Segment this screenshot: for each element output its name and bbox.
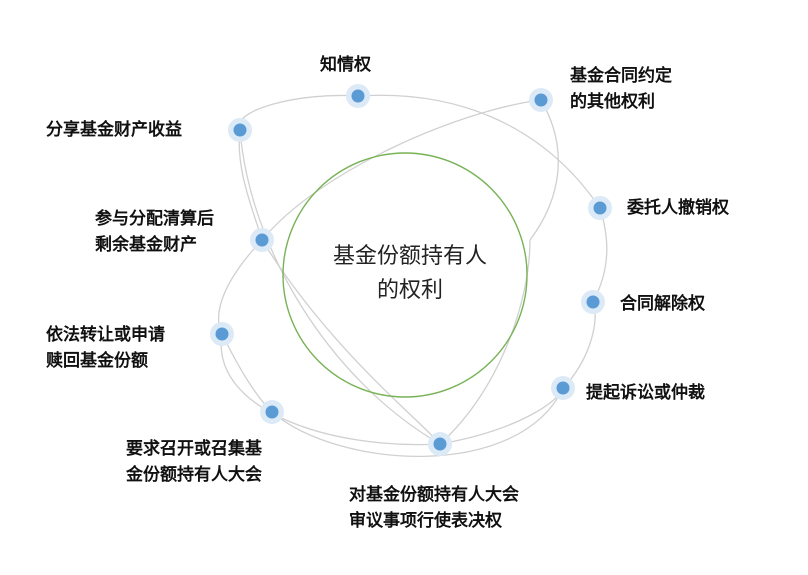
orbit-line-15 [439,239,531,445]
right-label-voting: 对基金份额持有人大会 审议事项行使表决权 [349,482,519,534]
orbit-line-10 [221,333,273,413]
right-label-convene-meeting: 要求召开或召集基 金份额持有人大会 [126,436,262,488]
orbit-line-7 [261,239,441,445]
orbit-line-9 [220,333,441,446]
orbit-line-2 [238,94,359,131]
right-label-terminate-contract-line-1: 合同解除权 [620,294,705,314]
right-label-other-contract-rights-line-2: 的其他权利 [570,92,655,112]
right-label-revoke-trustee-line-1: 委托人撤销权 [627,198,729,218]
center-label: 基金份额持有人 的权利 [290,240,530,308]
right-label-voting-line-1: 对基金份额持有人大会 [349,485,519,505]
right-label-revoke-trustee: 委托人撤销权 [627,195,729,221]
node-dot-revoke-trustee [593,201,607,215]
orbit-line-3 [238,129,263,241]
orbit-line-1 [357,94,601,209]
node-dot-terminate-contract [586,295,600,309]
node-dot-litigation [556,381,570,395]
node-dot-other-contract-rights [534,93,548,107]
node-dot-voting [433,437,447,451]
right-label-other-contract-rights: 基金合同约定 的其他权利 [570,63,672,115]
node-dot-transfer-redeem [215,327,229,341]
right-label-transfer-redeem-line-2: 赎回基金份额 [46,351,148,371]
right-label-transfer-redeem: 依法转让或申请 赎回基金份额 [46,322,165,374]
orbit-line-8 [217,239,263,335]
orbit-line-14 [439,387,564,445]
right-label-voting-line-2: 审议事项行使表决权 [349,511,502,531]
orbit-line-11 [271,387,564,457]
right-label-residual-assets-line-2: 剩余基金财产 [95,235,197,255]
right-label-convene-meeting-line-1: 要求召开或召集基 [126,439,262,459]
center-ring [282,152,528,398]
right-label-residual-assets: 参与分配清算后 剩余基金财产 [95,206,214,258]
orbit-line-12 [562,301,596,389]
right-label-litigation-line-1: 提起诉讼或仲裁 [586,383,705,403]
center-label-line-2: 的权利 [376,278,443,303]
right-nodes [210,84,612,456]
right-label-terminate-contract: 合同解除权 [620,291,705,317]
node-dot-information [351,89,365,103]
right-label-litigation: 提起诉讼或仲裁 [586,380,705,406]
right-label-share-income-line-1: 分享基金财产收益 [46,120,182,140]
right-label-transfer-redeem-line-1: 依法转让或申请 [46,325,165,345]
node-dot-residual-assets [255,233,269,247]
right-label-convene-meeting-line-2: 金份额持有人大会 [126,465,262,485]
right-label-information-line-1: 知情权 [320,55,371,75]
orbit-line-6 [529,99,559,241]
node-dot-convene-meeting [265,405,279,419]
orbit-line-4 [239,129,441,445]
right-label-share-income: 分享基金财产收益 [46,117,182,143]
orbit-line-13 [592,207,608,303]
orbit-line-5 [261,99,542,241]
center-label-line-1: 基金份额持有人 [332,244,487,269]
right-label-residual-assets-line-1: 参与分配清算后 [95,209,214,229]
node-dot-share-income [233,123,247,137]
right-label-other-contract-rights-line-1: 基金合同约定 [570,66,672,86]
right-label-information: 知情权 [320,52,371,78]
